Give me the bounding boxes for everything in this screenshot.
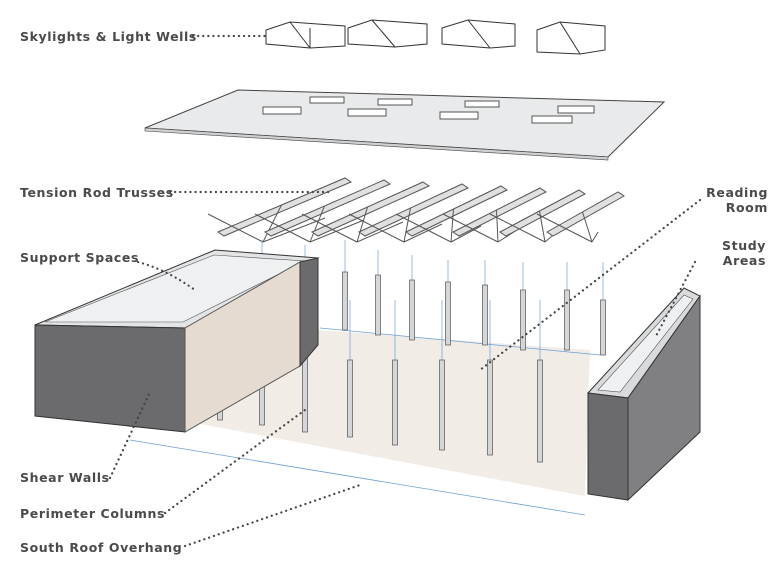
label-skylights: Skylights & Light Wells: [20, 29, 197, 44]
label-line: Reading: [706, 185, 768, 200]
skylight-box: [441, 19, 516, 49]
truss: [536, 191, 625, 243]
column: [439, 300, 445, 451]
truss: [254, 179, 392, 243]
study-areas-block: [586, 287, 701, 502]
skylight-boxes: [265, 19, 606, 55]
label-perimeter-columns: Perimeter Columns: [20, 506, 166, 521]
label-shear-walls: Shear Walls: [20, 470, 110, 485]
label-support-spaces: Support Spaces: [20, 250, 139, 265]
truss: [301, 181, 431, 243]
leader-lines: [108, 34, 702, 548]
truss: [442, 187, 547, 243]
support-spaces-block: [34, 249, 320, 433]
truss: [348, 183, 470, 243]
column: [600, 262, 606, 356]
column: [537, 300, 543, 463]
label-line: Study: [722, 238, 766, 253]
truss: [395, 185, 509, 243]
column: [347, 300, 353, 438]
column: [482, 260, 488, 346]
column: [409, 255, 415, 341]
skylight-box: [347, 19, 428, 48]
truss: [489, 189, 586, 243]
tension-rod-trusses: [207, 177, 625, 243]
label-line: Areas: [722, 253, 766, 268]
column: [487, 300, 493, 456]
column: [564, 262, 570, 351]
label-tension-rod-trusses: Tension Rod Trusses: [20, 185, 174, 200]
column: [342, 240, 348, 331]
skylight-box: [536, 21, 606, 55]
column: [445, 260, 451, 346]
column: [520, 262, 526, 351]
label-south-roof-overhang: South Roof Overhang: [20, 540, 183, 555]
skylight-box: [265, 21, 346, 49]
column: [392, 300, 398, 446]
roof-plate: [144, 89, 666, 161]
label-line: Room: [725, 200, 768, 215]
column: [375, 250, 381, 336]
